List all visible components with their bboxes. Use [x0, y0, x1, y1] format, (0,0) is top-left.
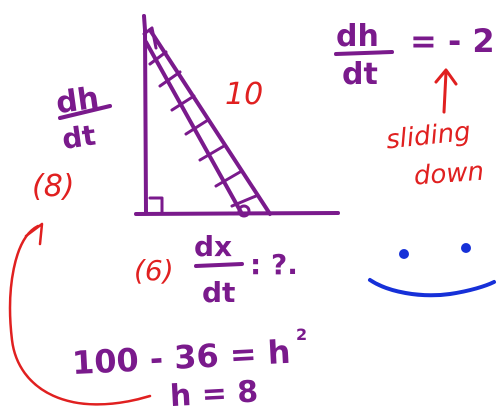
ladder-rung: [214, 170, 242, 188]
ladder-foot: [237, 204, 251, 218]
note-line1: sliding: [385, 117, 472, 156]
ground-line: [134, 211, 340, 216]
ladder-rung: [170, 94, 196, 112]
rate-bottom-numerator: dx: [194, 230, 232, 263]
note-sliding-down: sliding down: [385, 117, 485, 192]
smiley-right-eye: [461, 243, 471, 253]
base-label: (6): [134, 254, 174, 287]
height-label: (8): [32, 169, 75, 204]
ladder-rung: [158, 70, 182, 88]
rate-top-fraction-bar: [334, 50, 394, 56]
ladder-rung: [148, 50, 168, 66]
rate-top-denominator: dt: [342, 57, 378, 92]
rate-top-right: dh dt = - 2: [334, 19, 495, 92]
rate-bottom: dx dt : ?.: [194, 230, 298, 309]
curved-arrow-icon: [8, 222, 152, 406]
rate-top-value: = - 2: [410, 22, 495, 60]
smiley-left-eye: [399, 249, 409, 259]
rate-top-numerator: dh: [336, 19, 379, 54]
work-line2: h = 8: [169, 375, 259, 415]
right-angle-mark: [148, 196, 164, 214]
work-calculation: 100 - 36 = h 2 h = 8: [71, 325, 307, 414]
ladder-rung: [230, 194, 258, 208]
rate-bottom-fraction-bar: [194, 262, 244, 268]
ladder-diagram: [134, 14, 340, 218]
smiley-face-icon: [368, 243, 496, 298]
wall-line: [142, 14, 148, 214]
ladder-rung: [184, 118, 210, 136]
rate-left: dh dt: [54, 81, 112, 156]
note-line2: down: [413, 157, 485, 192]
ladder-top: [142, 26, 158, 50]
ladder-length-label: 10: [225, 77, 263, 112]
rate-left-denominator: dt: [60, 119, 98, 156]
ladder-rung: [198, 144, 226, 162]
ladder-rail-right: [148, 28, 272, 216]
rate-bottom-denominator: dt: [202, 276, 235, 309]
smiley-mouth: [368, 278, 496, 298]
work-exponent: 2: [296, 325, 307, 344]
work-line1: 100 - 36 = h: [71, 333, 291, 382]
arrow-up-icon: [434, 68, 458, 114]
rate-bottom-value: : ?.: [250, 248, 298, 281]
rate-left-fraction-bar: [58, 104, 112, 120]
